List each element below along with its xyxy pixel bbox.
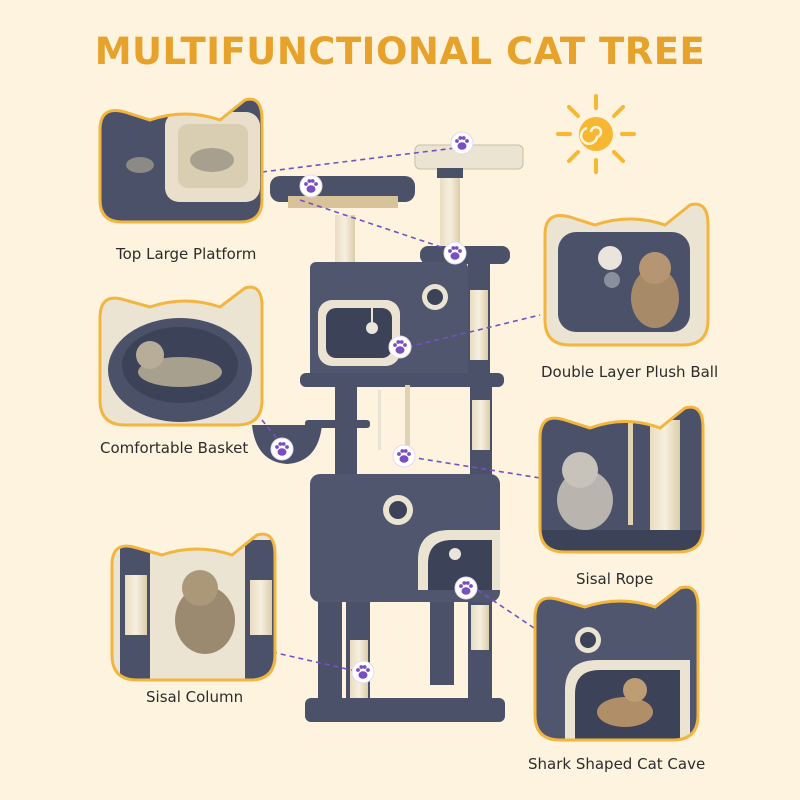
- paw-icon: [392, 444, 416, 468]
- caption-sisal-rope: Sisal Rope: [576, 570, 654, 588]
- paw-icon: [299, 174, 323, 198]
- sisal-column-top: [440, 175, 460, 255]
- paw-icon: [454, 576, 478, 600]
- detail-top-platform: [98, 97, 264, 224]
- paw-icon: [443, 241, 467, 265]
- connector-lines: [261, 147, 541, 673]
- caption-plush-ball: Double Layer Plush Ball: [541, 363, 719, 381]
- caption-sisal-column: Sisal Column: [146, 688, 244, 706]
- paw-icon: [351, 660, 375, 684]
- caption-basket: Comfortable Basket: [100, 439, 249, 457]
- paw-icon: [388, 335, 412, 359]
- caption-shark-cave: Shark Shaped Cat Cave: [528, 755, 706, 773]
- caption-top-platform: Top Large Platform: [116, 245, 257, 263]
- cat-tree: [252, 144, 524, 722]
- detail-shark-cave: [533, 585, 700, 742]
- paw-icon: [270, 437, 294, 461]
- detail-basket: [98, 285, 264, 427]
- detail-plush-ball: [543, 202, 710, 347]
- sisal-column-upper: [335, 215, 355, 275]
- paw-icon: [450, 131, 474, 155]
- detail-sisal-rope: [538, 405, 705, 554]
- page-title: MULTIFUNCTIONAL CAT TREE: [94, 30, 706, 73]
- detail-sisal-column: [110, 532, 277, 682]
- sun-icon: [556, 94, 636, 174]
